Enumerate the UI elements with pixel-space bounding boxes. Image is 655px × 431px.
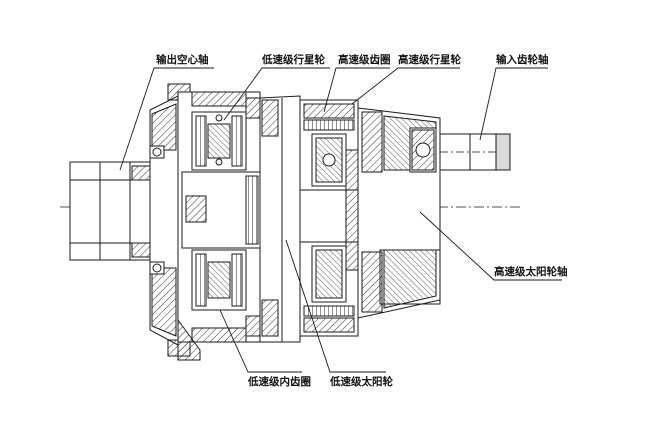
label-high-speed-ring: 高速级齿圈 <box>338 54 391 66</box>
right-lower-housing <box>379 249 441 305</box>
label-low-speed-planet: 低速级行星轮 <box>262 54 325 66</box>
label-low-speed-sun: 低速级太阳轮 <box>330 376 393 388</box>
leader-low-speed-sun <box>285 239 386 373</box>
leader-low-speed-ring <box>219 309 302 373</box>
label-high-speed-sun-shaft: 高速级太阳轮轴 <box>494 266 568 278</box>
label-output-hollow-shaft: 输出空心轴 <box>156 54 209 66</box>
leader-input-gear-shaft <box>479 67 548 141</box>
middle-housing <box>259 95 301 343</box>
leader-output-hollow-shaft <box>119 67 214 171</box>
left-bearing-bottom <box>149 261 165 275</box>
bottom-foot <box>177 318 201 361</box>
label-input-gear-shaft: 输入齿轮轴 <box>496 54 549 66</box>
leader-high-speed-ring <box>323 67 390 113</box>
left-bearing-top <box>149 145 165 159</box>
label-low-speed-ring: 低速级内齿圈 <box>248 376 311 388</box>
leader-low-speed-planet <box>223 67 330 121</box>
label-high-speed-planet: 高速级行星轮 <box>398 54 461 66</box>
leader-high-speed-planet <box>351 67 460 105</box>
leader-high-speed-sun-shaft <box>419 211 562 281</box>
